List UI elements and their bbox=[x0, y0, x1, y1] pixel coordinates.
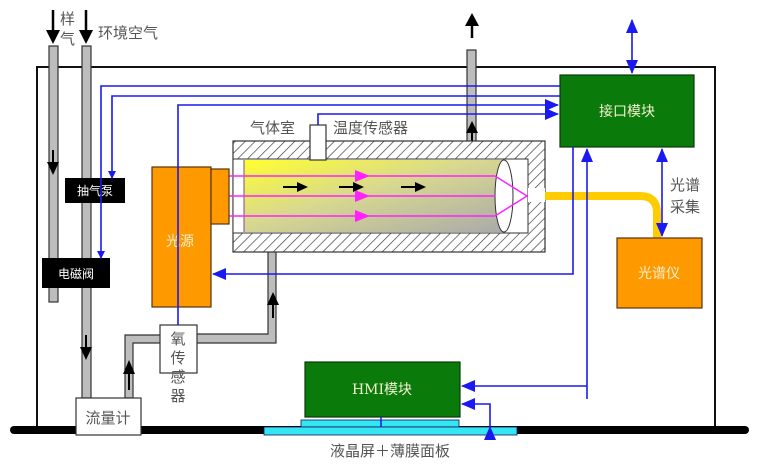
oxygen-sensor-label-1: 氧 bbox=[170, 330, 185, 348]
gas-flow-arrows bbox=[283, 182, 426, 192]
temp-sensor-probe bbox=[309, 124, 327, 161]
optical-fiber bbox=[545, 192, 661, 238]
gas-chamber-label: 气体室 bbox=[250, 119, 295, 137]
flow-meter-label: 流量计 bbox=[85, 409, 130, 427]
sample-gas-label-2: 气 bbox=[60, 30, 75, 48]
pump-box bbox=[65, 178, 125, 203]
sample-gas-label-1: 样 bbox=[60, 10, 75, 28]
flow-up-arrow bbox=[123, 360, 135, 390]
spectrum-collect-label-2: 采集 bbox=[670, 198, 700, 216]
interface-module-box bbox=[559, 74, 695, 148]
oxygen-sensor-box bbox=[159, 324, 198, 374]
outlet-arrows bbox=[465, 13, 479, 142]
interface-module-label: 接口模块 bbox=[599, 103, 655, 120]
ambient-air-label: 环境空气 bbox=[98, 24, 158, 42]
lcd-screen bbox=[300, 419, 460, 428]
oxygen-sensor-label-3: 感 bbox=[170, 368, 185, 386]
light-source-label: 光源 bbox=[166, 234, 194, 250]
spectrometer-label: 光谱仪 bbox=[638, 266, 680, 282]
solenoid-valve-box bbox=[42, 258, 110, 288]
oxygen-sensor-label-4: 器 bbox=[170, 387, 185, 405]
inlet-arrows bbox=[46, 10, 93, 360]
chamber-inlet-arrow bbox=[267, 292, 279, 318]
spectrum-collect-label-1: 光谱 bbox=[670, 176, 700, 194]
light-beams bbox=[218, 170, 529, 222]
hmi-module-label: HMI模块 bbox=[352, 382, 412, 398]
lcd-panel-label: 液晶屏＋薄膜面板 bbox=[330, 442, 450, 460]
hmi-module-box bbox=[304, 361, 461, 418]
spectrometer-box bbox=[616, 237, 703, 309]
flow-meter-box bbox=[75, 397, 142, 436]
signal-lines bbox=[97, 19, 668, 440]
membrane-panel bbox=[263, 426, 518, 436]
temp-sensor-label: 温度传感器 bbox=[333, 119, 408, 137]
pump-label: 抽气泵 bbox=[77, 183, 113, 198]
light-source-lamp bbox=[210, 168, 230, 225]
oxygen-sensor-label-2: 传 bbox=[170, 349, 185, 367]
light-source-box bbox=[151, 166, 212, 308]
sample-gas-pipe bbox=[48, 45, 59, 303]
solenoid-valve-label: 电磁阀 bbox=[58, 266, 94, 281]
